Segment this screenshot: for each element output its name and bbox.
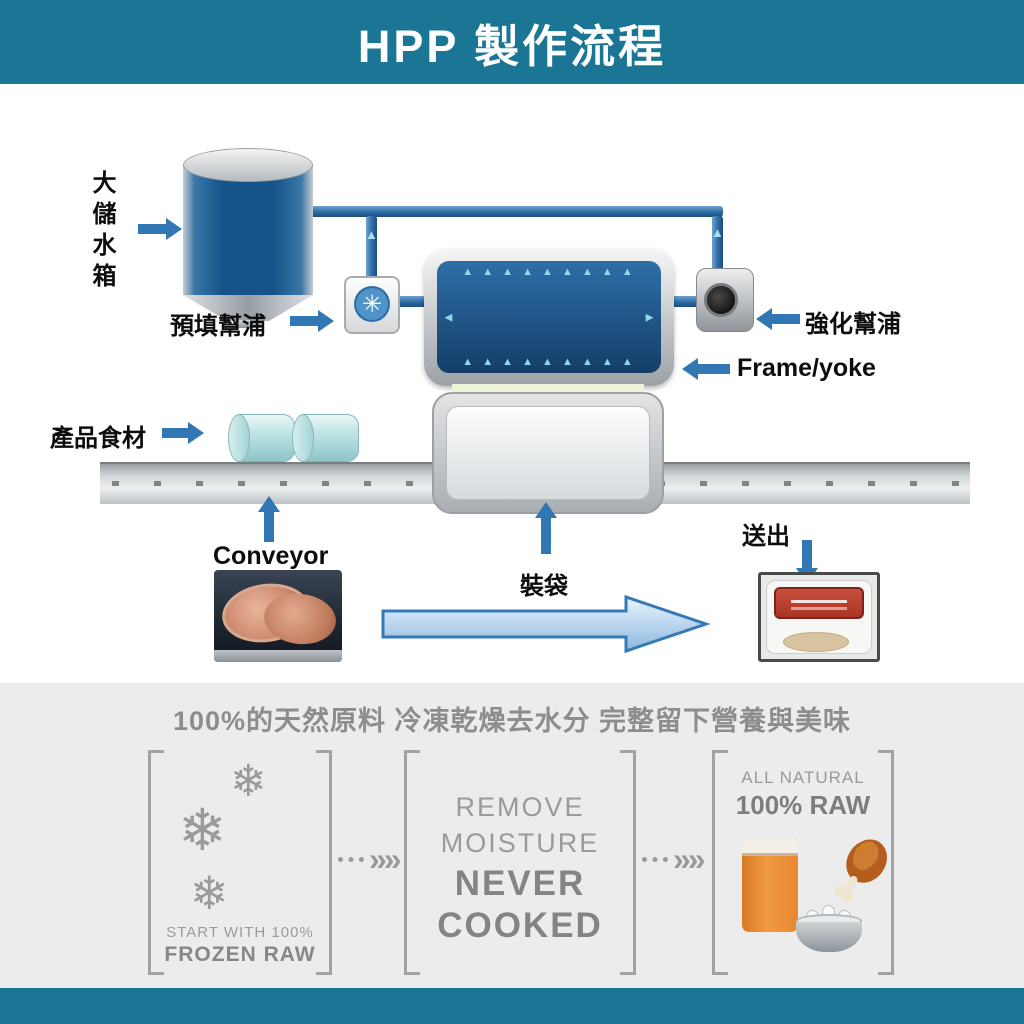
intensifier-pointer-arrow [772, 314, 800, 324]
bracket-left [404, 750, 420, 975]
natural-title: 100% RAW [735, 790, 871, 820]
tank-body [183, 165, 313, 295]
meat-tray [214, 650, 342, 662]
bowl-body [796, 922, 862, 952]
benefits-section: 100%的天然原料 冷凍乾燥去水分 完整留下營養與美味 ❄ ❄ ❄ START … [0, 683, 1024, 988]
conveyor-label: Conveyor [213, 542, 329, 570]
intensifier-pump [696, 268, 754, 332]
product-pointer-arrow [162, 428, 188, 438]
tank-lid [183, 148, 313, 182]
bracket-right [316, 750, 332, 975]
pressure-arrows-bottom: ▲ ▲ ▲ ▲ ▲ ▲ ▲ ▲ ▲ [462, 356, 636, 368]
product-cylinder [292, 414, 360, 462]
send-out-pointer-arrow [802, 540, 812, 568]
chamber-interior: ▲ ▲ ▲ ▲ ▲ ▲ ▲ ▲ ▲ ▲ ▲ ▲ ▲ ▲ ▲ ▲ ▲ ▲ ◄ ► [437, 261, 661, 373]
natural-subtext: ALL NATURAL [741, 768, 865, 787]
moisture-line3: NEVER [454, 864, 586, 903]
bagging-pointer-arrow [541, 518, 551, 554]
chevrons-icon: »» [673, 841, 706, 877]
page-title: HPP 製作流程 [357, 20, 667, 72]
moisture-line1: REMOVE [455, 792, 585, 822]
moisture-line2: MOISTURE [440, 828, 600, 858]
bagging-label: 裝袋 [520, 573, 568, 600]
product-label: 產品食材 [50, 425, 146, 452]
pressure-arrow-left: ◄ [442, 309, 455, 325]
bag-top-fold [742, 838, 798, 856]
bracket-right [878, 750, 894, 975]
product-cylinder [228, 414, 296, 462]
tank-pointer-arrow [138, 224, 166, 234]
footer-bar [0, 988, 1024, 1024]
snowflake-icon: ❄ [230, 757, 267, 806]
pump-impeller-icon: ✳ [354, 286, 390, 322]
tank-nozzle [235, 320, 261, 328]
prefill-pump: ✳ [344, 276, 400, 334]
conveyor-pointer-arrow [264, 512, 274, 542]
header-bar: HPP 製作流程 [0, 0, 1024, 84]
food-bowl-icon [796, 905, 862, 952]
pressure-chamber: ▲ ▲ ▲ ▲ ▲ ▲ ▲ ▲ ▲ ▲ ▲ ▲ ▲ ▲ ▲ ▲ ▲ ▲ ◄ ► [424, 248, 674, 386]
process-flow-arrow [380, 594, 711, 659]
pressure-arrows-top: ▲ ▲ ▲ ▲ ▲ ▲ ▲ ▲ ▲ [462, 266, 636, 278]
frozen-panel-subtext: START WITH 100% [166, 924, 314, 941]
send-out-label: 送出 [742, 523, 790, 550]
intensifier-pipe [712, 216, 723, 272]
packaged-product-photo [758, 572, 880, 662]
intensifier-pump-label: 強化幫浦 [805, 311, 901, 338]
snowflake-icon: ❄ [190, 867, 229, 919]
bracket-left [148, 750, 164, 975]
flow-arrow-icon: ▲ [711, 225, 724, 240]
frame-yoke-pointer-arrow [698, 364, 730, 374]
flow-arrow-icon: ▲ [365, 227, 378, 242]
chevrons-icon: »» [369, 841, 402, 877]
separator-dots [642, 856, 668, 862]
prefill-pump-label: 預填幫浦 [170, 313, 266, 340]
package-food [783, 632, 849, 652]
all-natural-panel: ALL NATURAL 100% RAW [712, 750, 894, 975]
prefill-pump-pointer-arrow [290, 316, 318, 326]
water-tank [183, 148, 313, 328]
prefill-pipe [366, 216, 377, 280]
chamber-to-pump-pipe [668, 296, 702, 307]
benefits-tagline: 100%的天然原料 冷凍乾燥去水分 完整留下營養與美味 [172, 706, 852, 736]
frame-yoke-machine [432, 392, 664, 514]
drumstick-icon [830, 834, 888, 915]
pump-to-chamber-pipe [396, 296, 430, 307]
cylinder-cap [228, 414, 250, 462]
bracket-right [620, 750, 636, 975]
food-bag-icon [742, 838, 798, 932]
panel-separator: »» [642, 841, 706, 877]
package-label [774, 587, 864, 619]
cylinder-cap [292, 414, 314, 462]
remove-moisture-panel: REMOVE MOISTURE NEVER COOKED [404, 750, 636, 975]
frame-yoke-label: Frame/yoke [737, 354, 876, 382]
frozen-panel-title: FROZEN RAW [164, 943, 316, 966]
raw-meat-photo [214, 570, 342, 662]
pressure-arrow-right: ► [643, 309, 656, 325]
separator-dots [338, 856, 364, 862]
panel-separator: »» [338, 841, 402, 877]
intensifier-core [704, 283, 738, 317]
moisture-line4: COOKED [437, 906, 603, 945]
frozen-raw-panel: ❄ ❄ ❄ START WITH 100% FROZEN RAW [148, 750, 332, 975]
snowflake-icon: ❄ [178, 798, 227, 863]
bracket-left [712, 750, 728, 975]
impeller-glyph: ✳ [361, 290, 383, 318]
top-pipe [300, 206, 723, 217]
frame-yoke-opening [446, 406, 650, 500]
tank-label: 大儲水箱 [88, 170, 115, 294]
